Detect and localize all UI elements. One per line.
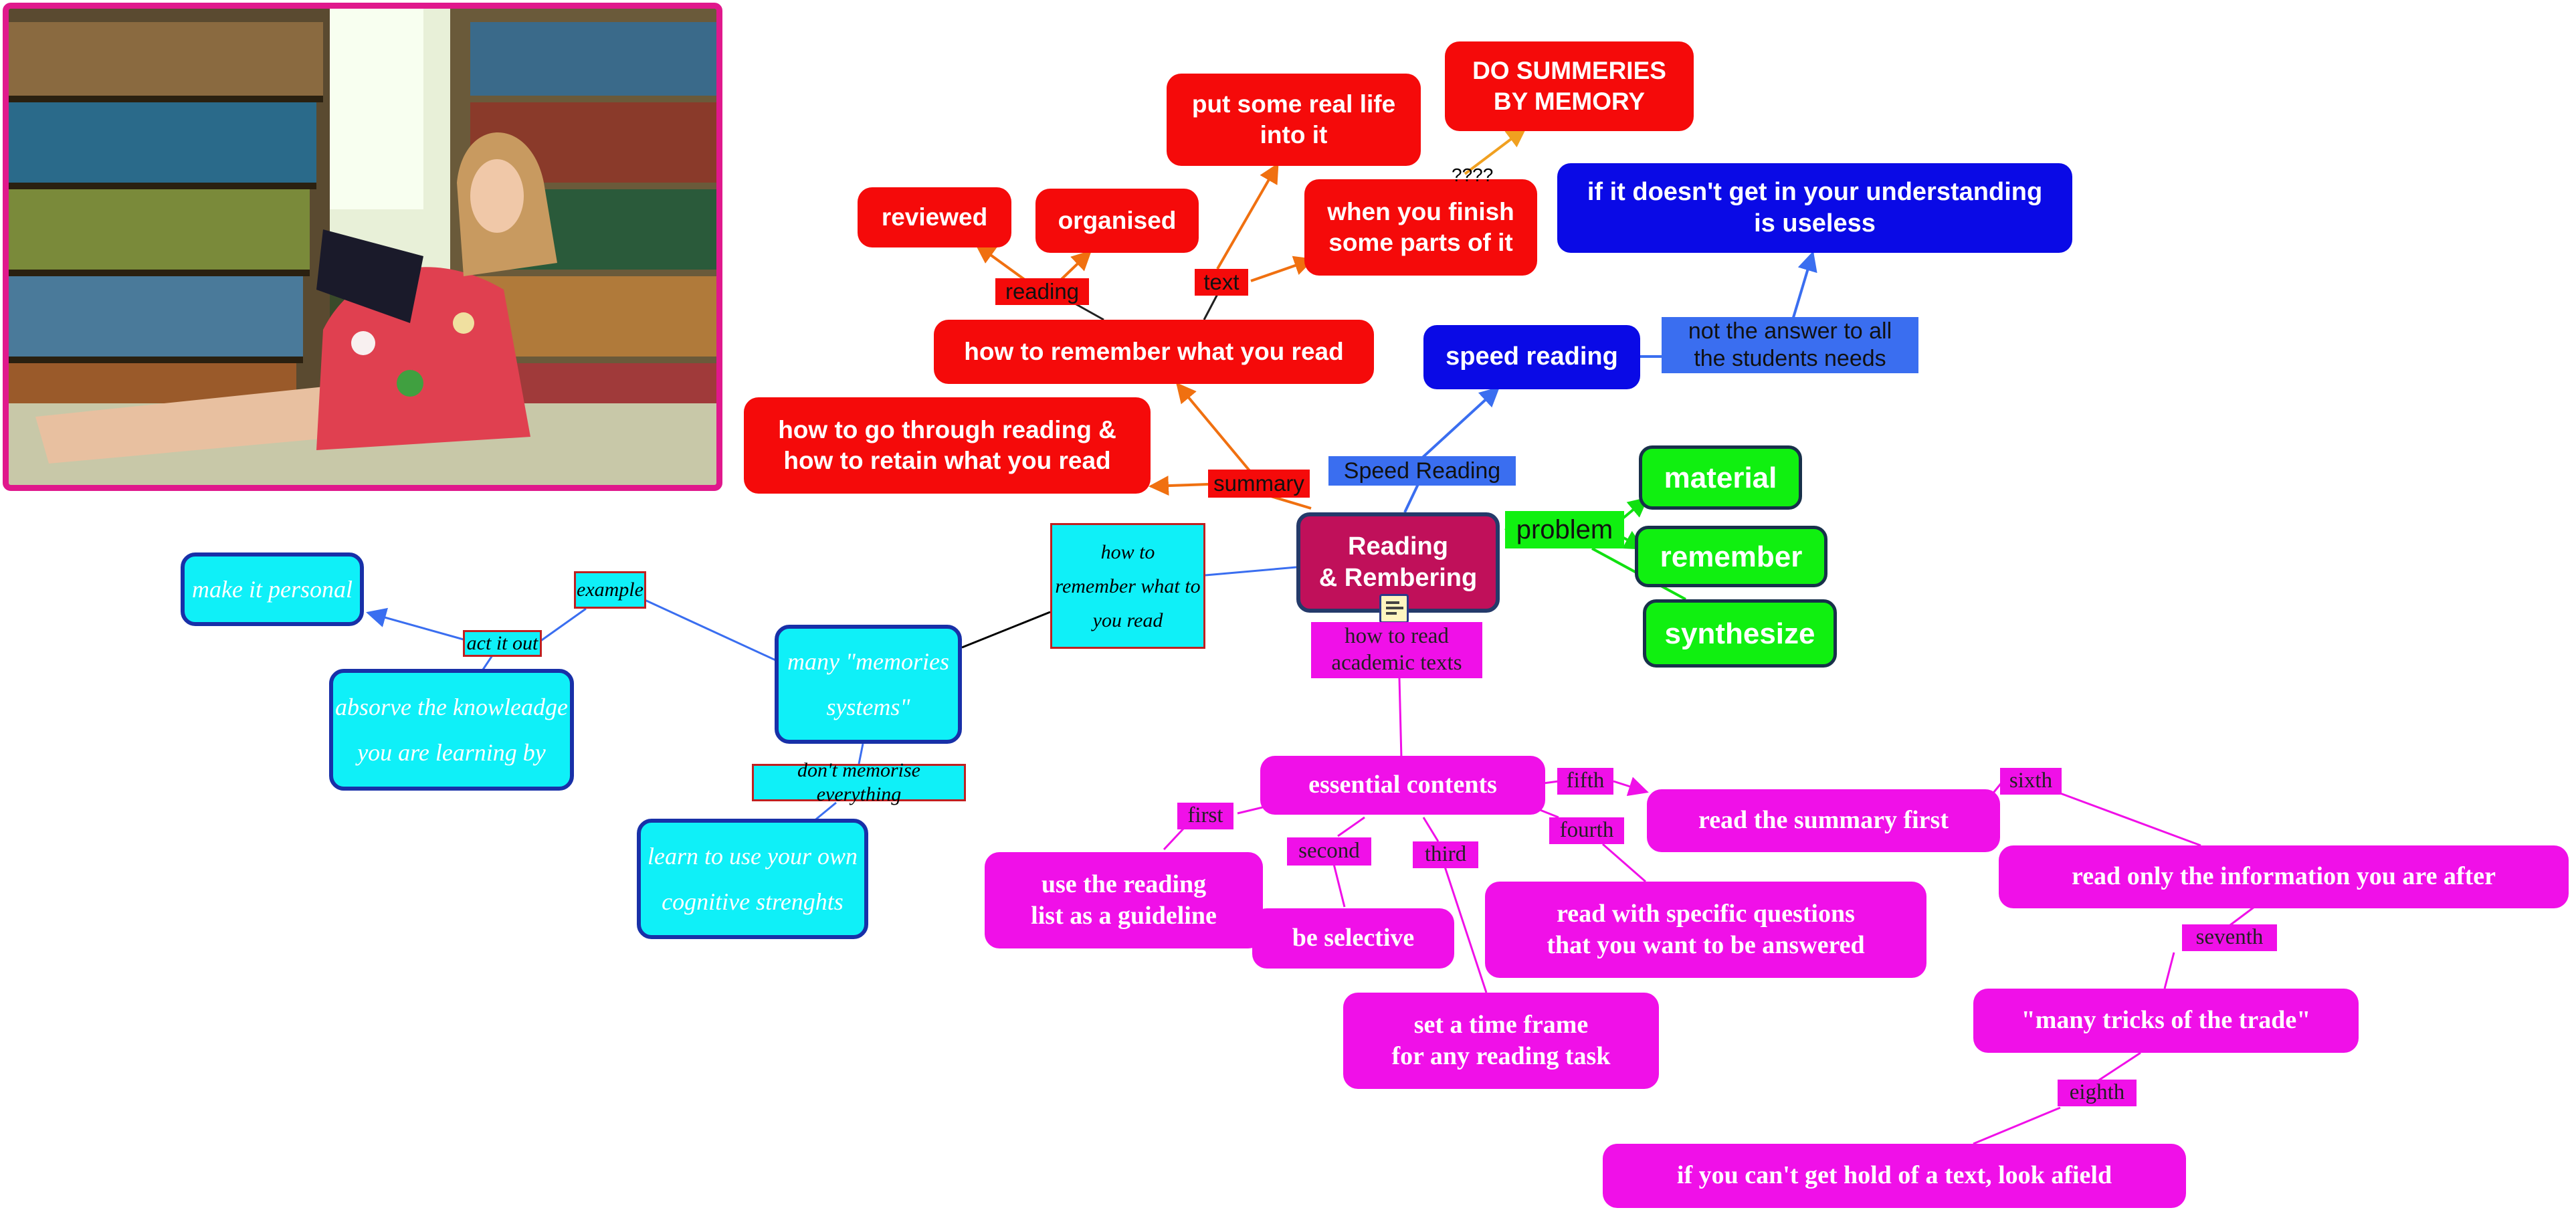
link-fifth-summary — [1613, 777, 1649, 797]
node-reading-list[interactable]: use the reading list as a guideline — [985, 852, 1263, 948]
link-text-real-life — [1216, 163, 1279, 270]
label-fourth: fourth — [1549, 817, 1624, 844]
note-icon[interactable] — [1379, 594, 1409, 623]
node-look-afield[interactable]: if you can't get hold of a text, look af… — [1603, 1144, 2186, 1208]
node-go-through-reading[interactable]: how to go through reading & how to retai… — [744, 397, 1151, 494]
reading-girl — [35, 132, 557, 464]
label-second: second — [1287, 837, 1371, 866]
link-eighth-afield — [1973, 1106, 2061, 1145]
link-example-act — [534, 607, 587, 646]
link-summary-remember — [1176, 382, 1252, 474]
node-cognitive-strenghts[interactable]: learn to use your own cognitive strenght… — [637, 819, 868, 939]
node-be-selective[interactable]: be selective — [1252, 908, 1454, 969]
label-sixth: sixth — [2000, 768, 2062, 795]
link-cyanlabel-memories — [961, 611, 1051, 649]
link-fourth-questions — [1602, 843, 1646, 883]
label-dont-memorise: don't memorise everything — [752, 759, 966, 805]
label-first: first — [1177, 803, 1233, 829]
link-memories-example — [644, 599, 781, 664]
link-center-cyanlabel — [1205, 566, 1297, 577]
link-onlyinfo-seventh — [2227, 906, 2255, 928]
node-essential-contents[interactable]: essential contents — [1260, 756, 1545, 815]
label-speed-reading: Speed Reading — [1328, 456, 1516, 486]
link-essential-second — [1337, 816, 1365, 837]
link-reading-reviewed — [975, 243, 1031, 285]
link-text-finish — [1250, 256, 1314, 282]
link-summary-go-through — [1149, 476, 1209, 496]
link-dontmemorise-cognitive — [813, 801, 837, 823]
node-time-frame[interactable]: set a time frame for any reading task — [1343, 993, 1659, 1089]
library-photo-icon — [9, 9, 716, 485]
node-material[interactable]: material — [1639, 445, 1802, 510]
link-center-speed-label — [1403, 484, 1419, 513]
node-absorve-knowleadge[interactable]: absorve the knowleadge you are learning … — [329, 669, 574, 791]
node-how-to-remember[interactable]: how to remember what you read — [934, 320, 1374, 384]
link-academic-essential — [1398, 678, 1403, 759]
node-understanding[interactable]: if it doesn't get in your understanding … — [1557, 163, 2072, 253]
label-fifth: fifth — [1557, 768, 1613, 795]
node-reviewed[interactable]: reviewed — [858, 187, 1011, 247]
node-synthesize[interactable]: synthesize — [1643, 599, 1837, 668]
label-summary: summary — [1208, 470, 1310, 498]
label-seventh: seventh — [2182, 924, 2277, 951]
link-sixth-onlyinfo — [2060, 792, 2201, 847]
link-essential-fourth — [1538, 808, 1559, 819]
node-only-information[interactable]: read only the information you are after — [1999, 845, 2569, 908]
node-memories-systems[interactable]: many "memories systems" — [775, 625, 962, 744]
link-third-timeframe — [1444, 866, 1488, 993]
label-eighth: eighth — [2058, 1080, 2137, 1106]
link-first-list — [1163, 827, 1185, 851]
node-real-life[interactable]: put some real life into it — [1167, 74, 1421, 166]
link-speed-label-speed — [1417, 386, 1500, 463]
label-reading: reading — [995, 278, 1089, 305]
label-act-it-out: act it out — [463, 630, 542, 657]
label-example: example — [574, 571, 646, 609]
node-specific-questions[interactable]: read with specific questions that you wa… — [1485, 882, 1926, 978]
link-notanswer-understanding — [1791, 251, 1817, 320]
label-text: text — [1195, 269, 1248, 296]
node-organised[interactable]: organised — [1035, 189, 1199, 253]
link-memories-dontmemorise — [858, 743, 864, 765]
photo-girl-reading-in-library — [3, 3, 722, 491]
node-make-it-personal[interactable]: make it personal — [181, 552, 364, 626]
label-academic-texts: how to read academic texts — [1311, 622, 1482, 678]
link-finish-summeries — [1464, 127, 1527, 175]
node-speed-reading[interactable]: speed reading — [1423, 325, 1640, 389]
label-how-to-remember-cyan: how to remember what to you read — [1050, 523, 1205, 649]
node-remember[interactable]: remember — [1635, 526, 1827, 587]
link-tricks-eighth — [2097, 1051, 2141, 1082]
node-tricks-of-trade[interactable]: "many tricks of the trade" — [1973, 989, 2359, 1053]
link-second-selective — [1332, 864, 1346, 908]
question-marks: ???? — [1452, 165, 1494, 185]
node-summary-first[interactable]: read the summary first — [1647, 789, 2000, 852]
node-summeries[interactable]: DO SUMMERIES BY MEMORY — [1445, 41, 1694, 131]
label-third: third — [1413, 841, 1478, 868]
link-remember-text — [1203, 294, 1219, 320]
node-finish-parts[interactable]: when you finish some parts of it — [1304, 179, 1537, 276]
label-problem: problem — [1505, 511, 1624, 548]
link-seventh-tricks — [2163, 952, 2175, 989]
link-essential-third — [1422, 817, 1440, 842]
link-act-personal — [366, 607, 469, 642]
label-not-the-answer: not the answer to all the students needs — [1662, 317, 1918, 373]
